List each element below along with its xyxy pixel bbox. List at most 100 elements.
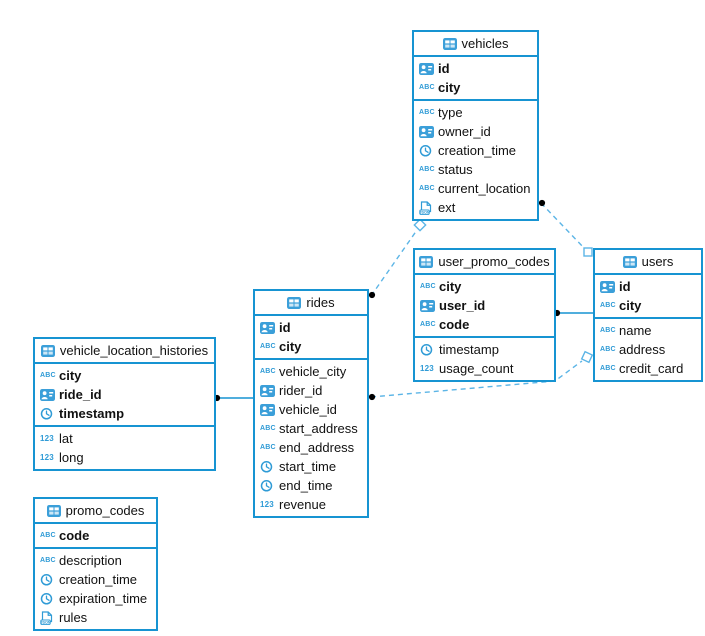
clock-icon (260, 479, 277, 492)
column-vehicle_id[interactable]: vehicle_id (255, 400, 367, 419)
table-header-user_promo_codes[interactable]: user_promo_codes (415, 250, 554, 275)
column-owner_id[interactable]: owner_id (414, 122, 537, 141)
column-name: vehicle_id (279, 402, 337, 417)
column-name: rider_id (279, 383, 323, 398)
relation-vehicles-to-users[interactable] (540, 202, 585, 249)
column-name: revenue (279, 497, 326, 512)
table-header-users[interactable]: users (595, 250, 701, 275)
column-id[interactable]: id (414, 59, 537, 78)
table-header-vehicle_location_histories[interactable]: vehicle_location_histories (35, 339, 214, 364)
column-name: owner_id (438, 124, 491, 139)
column-name: lat (59, 431, 73, 446)
clock-icon (40, 573, 57, 586)
column-name: city (279, 339, 302, 354)
table-header-promo_codes[interactable]: promo_codes (35, 499, 156, 524)
column-name: type (438, 105, 463, 120)
column-ride_id[interactable]: ride_id (35, 385, 214, 404)
column-name: creation_time (59, 572, 138, 587)
column-lat[interactable]: 123 lat (35, 429, 214, 448)
column-end_time[interactable]: end_time (255, 476, 367, 495)
number-123-icon: 123 (40, 433, 54, 443)
column-user_id[interactable]: user_id (415, 296, 554, 315)
column-id[interactable]: id (595, 277, 701, 296)
column-creation_time[interactable]: creation_time (35, 570, 156, 589)
column-start_time[interactable]: start_time (255, 457, 367, 476)
table-icon (46, 504, 61, 517)
relation-endpoint-diamond (580, 350, 594, 364)
abc-text-icon: ABC (260, 444, 276, 451)
column-name: end_address (279, 440, 355, 455)
relation-endpoint-dot (538, 199, 546, 207)
column-rider_id[interactable]: rider_id (255, 381, 367, 400)
column-ext[interactable]: JSON ext (414, 198, 537, 217)
column-name: status (438, 162, 473, 177)
abc-text-icon: ABC (420, 321, 436, 328)
column-expiration_time[interactable]: expiration_time (35, 589, 156, 608)
abc-text-icon: ABC (419, 166, 435, 173)
column-name: timestamp (439, 342, 499, 357)
id-card-icon (419, 62, 436, 75)
column-id[interactable]: id (255, 318, 367, 337)
column-timestamp[interactable]: timestamp (35, 404, 214, 423)
clock-icon (40, 407, 57, 420)
column-creation_time[interactable]: creation_time (414, 141, 537, 160)
column-name: ext (438, 200, 456, 215)
relation-endpoint-diamond (413, 218, 427, 232)
abc-text-icon: ABC (260, 368, 276, 375)
number-123-icon: 123 (40, 452, 54, 462)
clock-icon (420, 343, 437, 356)
relation-rides-to-vehicles[interactable] (370, 229, 418, 297)
column-name: city (59, 368, 82, 383)
abc-text-icon: ABC (40, 372, 56, 379)
column-name: timestamp (59, 406, 125, 421)
table-name: vehicle_location_histories (59, 343, 209, 358)
table-name: rides (306, 295, 335, 310)
abc-text-icon: ABC (600, 327, 616, 334)
table-name: promo_codes (65, 503, 145, 518)
column-name: name (619, 323, 652, 338)
abc-text-icon: ABC (260, 343, 276, 350)
table-header-vehicles[interactable]: vehicles (414, 32, 537, 57)
column-name: city (439, 279, 462, 294)
clock-icon (260, 460, 277, 473)
column-name: city (619, 298, 642, 313)
table-header-rides[interactable]: rides (255, 291, 367, 316)
svg-text:JSON: JSON (419, 210, 430, 214)
column-timestamp[interactable]: timestamp (415, 340, 554, 359)
id-card-icon (260, 384, 277, 397)
